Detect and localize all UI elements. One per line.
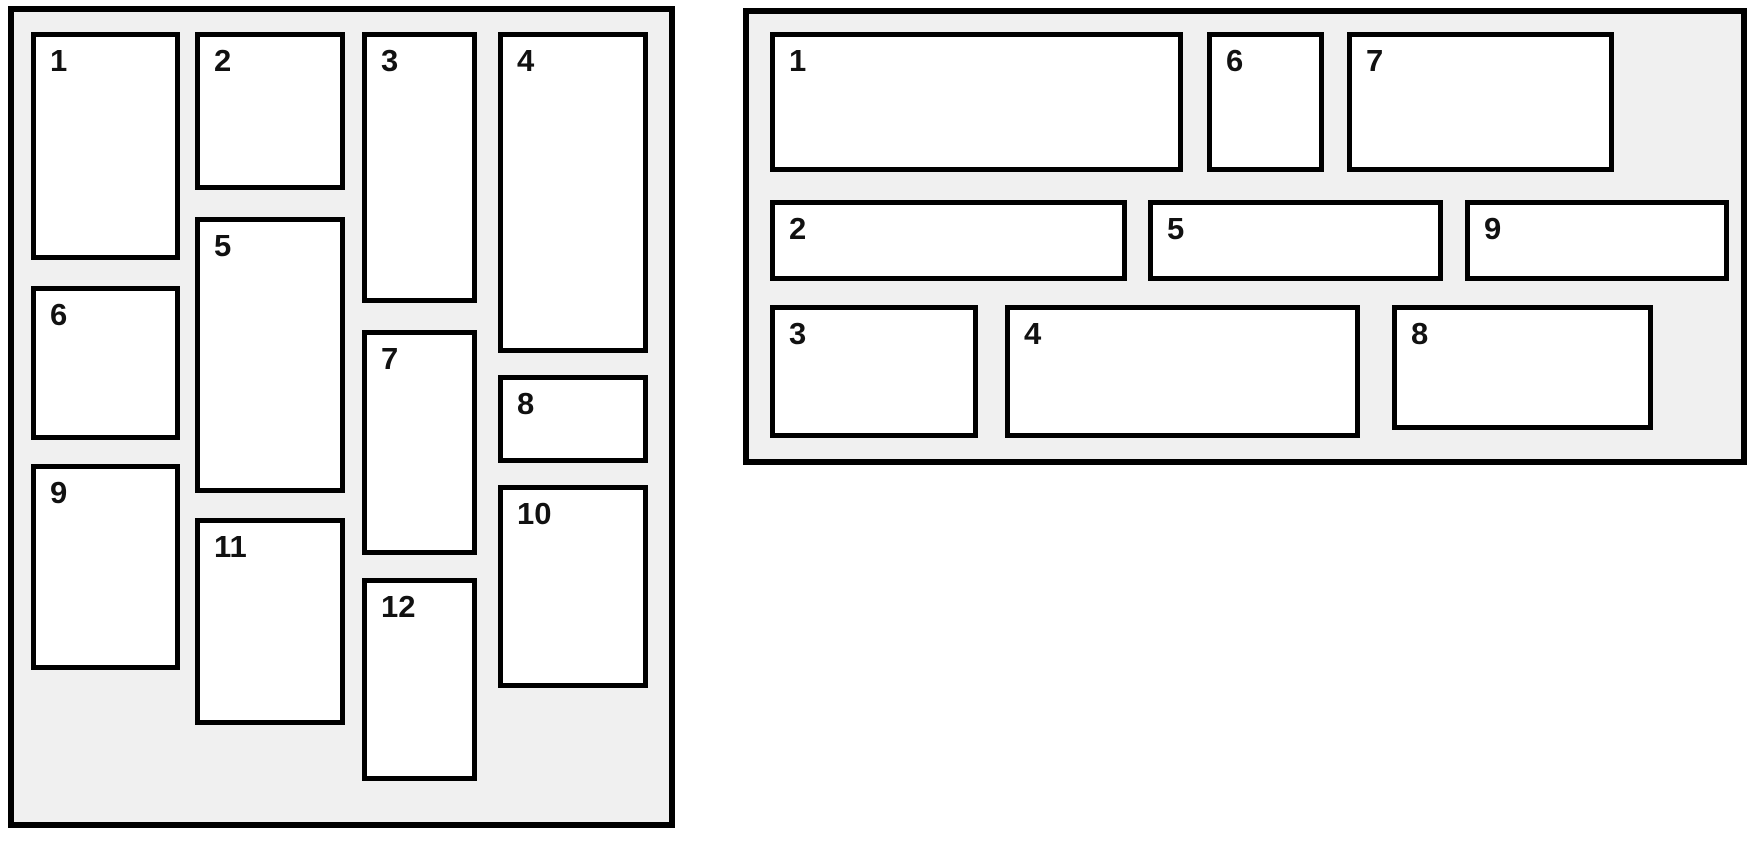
row-item-6: 6 <box>1207 32 1324 172</box>
item-number-label: 1 <box>50 43 68 78</box>
item-number-label: 8 <box>517 386 535 421</box>
item-number-label: 5 <box>1167 211 1185 246</box>
masonry-item-9: 9 <box>31 464 180 670</box>
item-number-label: 10 <box>517 496 552 531</box>
row-item-3: 3 <box>770 305 978 438</box>
item-number-label: 3 <box>789 316 807 351</box>
item-number-label: 7 <box>381 341 399 376</box>
row-item-2: 2 <box>770 200 1127 281</box>
item-number-label: 4 <box>517 43 535 78</box>
row-item-1: 1 <box>770 32 1183 172</box>
rows-layout-panel: 1 6 7 2 5 9 3 4 8 <box>743 8 1747 465</box>
masonry-item-8: 8 <box>498 375 648 463</box>
item-number-label: 3 <box>381 43 399 78</box>
masonry-item-5: 5 <box>195 217 345 493</box>
masonry-item-10: 10 <box>498 485 648 688</box>
item-number-label: 11 <box>214 529 247 564</box>
item-number-label: 2 <box>214 43 232 78</box>
item-number-label: 9 <box>50 475 68 510</box>
masonry-item-7: 7 <box>362 330 477 555</box>
masonry-item-3: 3 <box>362 32 477 303</box>
masonry-item-1: 1 <box>31 32 180 260</box>
masonry-item-4: 4 <box>498 32 648 353</box>
item-number-label: 6 <box>1226 43 1244 78</box>
item-number-label: 1 <box>789 43 807 78</box>
masonry-item-6: 6 <box>31 286 180 440</box>
item-number-label: 12 <box>381 589 416 624</box>
item-number-label: 2 <box>789 211 807 246</box>
row-item-8: 8 <box>1392 305 1653 430</box>
row-item-5: 5 <box>1148 200 1443 281</box>
masonry-item-11: 11 <box>195 518 345 725</box>
item-number-label: 6 <box>50 297 68 332</box>
row-item-7: 7 <box>1347 32 1614 172</box>
item-number-label: 9 <box>1484 211 1502 246</box>
item-number-label: 7 <box>1366 43 1384 78</box>
masonry-item-2: 2 <box>195 32 345 190</box>
item-number-label: 4 <box>1024 316 1042 351</box>
item-number-label: 5 <box>214 228 232 263</box>
item-number-label: 8 <box>1411 316 1429 351</box>
row-item-4: 4 <box>1005 305 1360 438</box>
row-item-9: 9 <box>1465 200 1729 281</box>
masonry-item-12: 12 <box>362 578 477 781</box>
